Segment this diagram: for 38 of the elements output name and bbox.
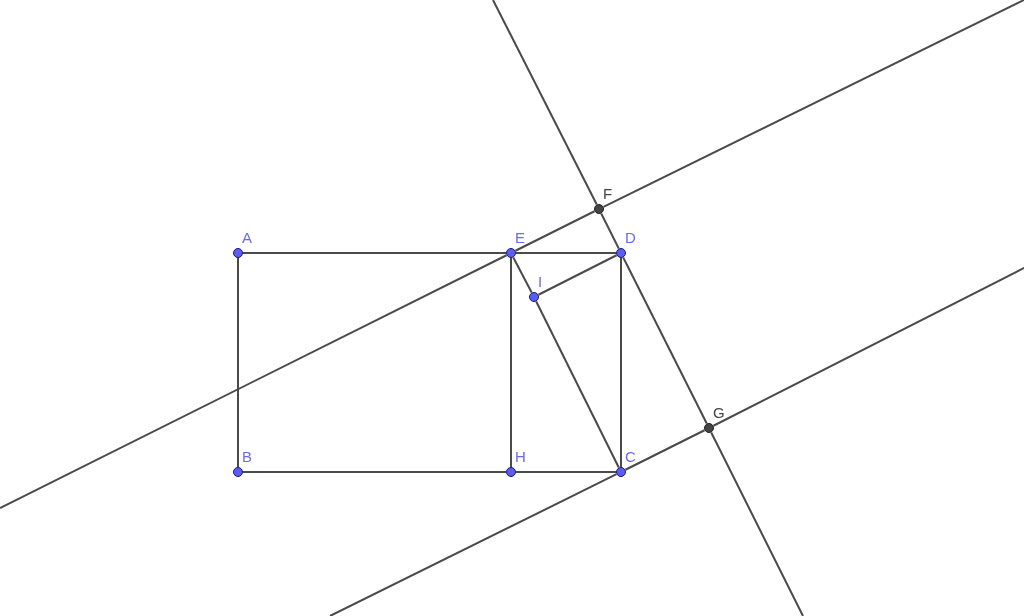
point-marker [233,248,243,258]
point-label: I [538,274,543,289]
point-label: H [515,449,526,464]
line-segment [492,0,598,206]
line-segment [622,256,708,425]
point-marker [594,204,604,214]
line-segment [600,212,620,250]
line-segment [512,256,533,294]
point-label: A [242,230,252,245]
point-label: B [242,449,252,464]
point-marker [506,248,516,258]
line-segment [537,254,618,296]
line-segment [624,429,706,471]
line-segment [510,257,512,468]
line-segment [515,252,617,254]
line-segment [242,252,507,254]
line-segment [535,300,620,469]
point-marker [616,467,626,477]
line-segment [712,267,1024,427]
point-label: E [515,230,525,245]
point-marker [529,292,539,302]
point-label: G [713,405,725,420]
line-segment [620,257,622,468]
point-marker [616,248,626,258]
line-segment [0,254,508,509]
line-segment [602,0,1024,208]
line-segment [514,210,596,252]
line-segment [237,257,239,468]
point-label: F [603,186,613,201]
line-segment [710,431,804,616]
point-label: D [625,230,636,245]
point-marker [233,467,243,477]
point-label: C [625,449,636,464]
line-segment [242,471,507,473]
line-segment [329,473,618,616]
point-marker [506,467,516,477]
line-segment [515,471,617,473]
point-marker [704,423,714,433]
